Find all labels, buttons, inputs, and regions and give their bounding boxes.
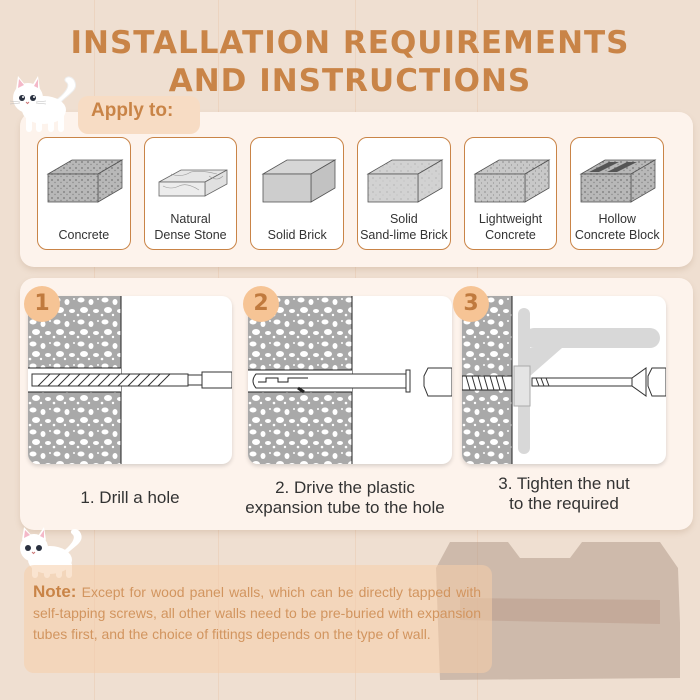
product-image	[420, 528, 682, 686]
note-label: Note:	[33, 582, 77, 601]
step-card-2	[248, 296, 452, 464]
hollow-block-icon	[579, 159, 657, 203]
materials-list: Concrete Natural Dense Stone Solid Brick	[37, 137, 665, 250]
page-title: INSTALLATION REQUIREMENTS AND INSTRUCTIO…	[0, 24, 700, 100]
note-box	[24, 565, 492, 673]
solid-brick-icon	[261, 159, 337, 203]
material-card-hollow-concrete-block: Hollow Concrete Block	[570, 137, 665, 250]
material-card-solid-sand-lime-brick: Solid Sand-lime Brick	[357, 137, 451, 250]
material-card-natural-dense-stone: Natural Dense Stone	[143, 137, 238, 250]
material-card-solid-brick: Solid Brick	[250, 137, 345, 250]
apply-to-tab	[78, 96, 200, 134]
title-line-2: AND INSTRUCTIONS	[168, 63, 532, 99]
step-card-3	[462, 296, 666, 464]
lightweight-concrete-icon	[473, 159, 550, 203]
screw-bracket-icon	[462, 296, 666, 464]
title-line-1: INSTALLATION REQUIREMENTS	[70, 25, 630, 61]
expansion-tube-icon	[248, 296, 452, 464]
note-text: Note: Except for wood panel walls, which…	[33, 581, 481, 645]
material-card-concrete: Concrete	[37, 137, 131, 250]
drill-bit-icon	[28, 296, 232, 464]
apply-to-label: Apply to:	[91, 100, 174, 121]
note-body: Except for wood panel walls, which can b…	[33, 584, 481, 642]
material-label: Concrete	[58, 228, 110, 242]
natural-stone-icon	[158, 169, 227, 197]
step-number-badge: 2	[243, 286, 279, 322]
concrete-block-icon	[46, 159, 124, 203]
step-caption: 2. Drive the plastic expansion tube to t…	[245, 478, 445, 517]
step-caption: 3. Tighten the nut to the required	[498, 474, 630, 513]
step-number-badge: 1	[24, 286, 60, 322]
material-label: Hollow Concrete Block	[574, 212, 660, 242]
step-number-badge: 3	[453, 286, 489, 322]
step-caption: 1. Drill a hole	[80, 488, 180, 507]
material-card-lightweight-concrete: Lightweight Concrete	[463, 137, 558, 250]
step-card-1	[28, 296, 232, 464]
material-label: Solid Sand-lime Brick	[360, 212, 448, 242]
material-label: Solid Brick	[267, 228, 327, 242]
material-label: Lightweight Concrete	[478, 212, 543, 242]
cat-mascot-icon	[6, 72, 84, 134]
sand-lime-brick-icon	[366, 159, 444, 203]
material-label: Natural Dense Stone	[154, 212, 227, 242]
